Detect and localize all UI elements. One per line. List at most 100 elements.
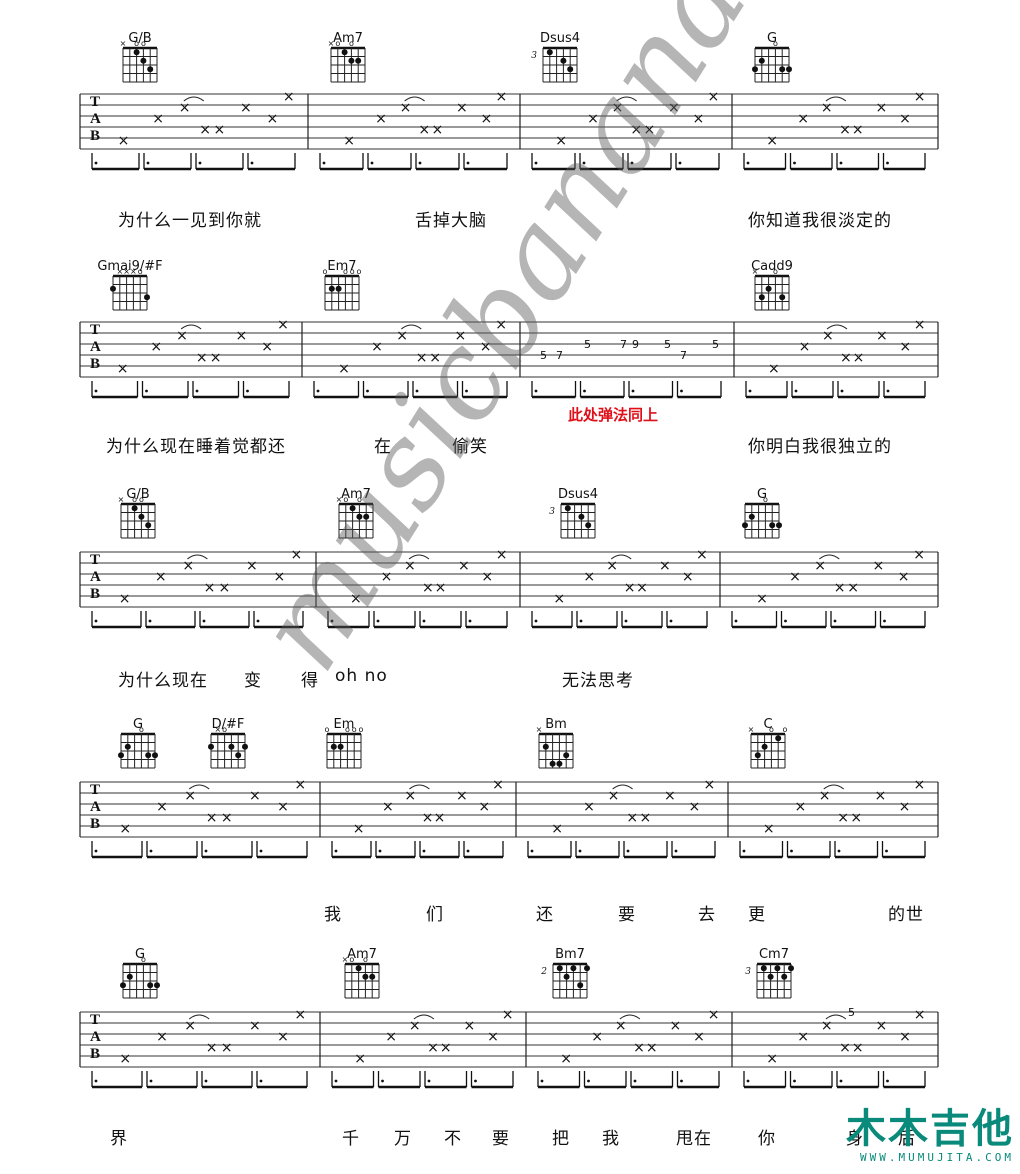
tab-x-mark: × (404, 558, 416, 574)
tab-x-mark: × (481, 569, 493, 585)
tab-x-mark: × (179, 100, 191, 116)
dot-mark (582, 161, 586, 165)
finger-dot (564, 505, 571, 512)
tie-arc (400, 324, 422, 330)
finger-dot (362, 973, 369, 980)
tab-x-mark: × (119, 1051, 131, 1067)
dot-mark (631, 389, 635, 393)
tab-x-mark: × (644, 122, 656, 138)
tab-x-mark: × (670, 1018, 682, 1034)
tab-x-mark: × (156, 1029, 168, 1045)
dot-mark (746, 1079, 750, 1083)
dot-mark (259, 849, 263, 853)
lyric-line-2c: 偷笑 (452, 437, 488, 457)
tab-x-mark: × (404, 788, 416, 804)
tab-letter: A (90, 1029, 101, 1045)
lyric-line-1c: 你知道我很淡定的 (748, 211, 892, 231)
tab-x-mark: × (876, 1018, 888, 1034)
chord-name: G/B (126, 487, 149, 502)
tab-x-mark: × (381, 569, 393, 585)
tab-x-mark: × (797, 111, 809, 127)
tab-x-mark: × (283, 89, 295, 105)
tab-letter: T (90, 322, 100, 338)
finger-dot (761, 743, 768, 750)
tab-x-mark: × (277, 1029, 289, 1045)
finger-dot (584, 965, 590, 972)
tab-x-mark: × (876, 100, 888, 116)
dot-mark (376, 619, 380, 623)
lyric-line-5i: 你 (758, 1129, 776, 1149)
finger-dot (152, 752, 158, 759)
dot-mark (583, 389, 586, 393)
string-mark: o (132, 495, 137, 504)
string-mark: × (336, 495, 343, 504)
dot-mark (474, 1079, 477, 1083)
lyric-line-2a: 为什么现在睡着觉都还 (106, 437, 286, 457)
finger-dot (742, 522, 748, 529)
tie-arc (818, 554, 840, 560)
tab-x-mark: × (277, 799, 289, 815)
tie-arc (409, 784, 430, 790)
tab-x-mark: × (249, 1018, 261, 1034)
dot-mark (468, 619, 472, 623)
tie-arc (413, 1014, 435, 1020)
tab-x-mark: × (416, 350, 428, 366)
string-mark: o (345, 725, 350, 734)
string-mark: o (141, 955, 146, 964)
tab-x-mark: × (768, 361, 780, 377)
finger-dot (369, 973, 376, 980)
tab-x-mark: × (914, 89, 926, 105)
tab-x-mark: × (799, 339, 811, 355)
lyric-line-5k: 后 (898, 1129, 916, 1149)
tab-x-mark: × (343, 133, 355, 149)
tab-x-mark: × (418, 122, 430, 138)
chord-name: G (135, 947, 145, 962)
tab-x-mark: × (495, 89, 507, 105)
finger-dot (779, 294, 786, 301)
tab-fret-number: 9 (632, 338, 639, 351)
tab-x-mark: × (899, 339, 911, 355)
tab-x-mark: × (119, 591, 131, 607)
string-mark: o (134, 39, 139, 48)
lyric-line-3c: 得 (301, 671, 319, 691)
tab-x-mark: × (480, 339, 492, 355)
dot-mark (202, 619, 206, 623)
tab-letter: A (90, 111, 101, 127)
dot-mark (839, 1079, 843, 1083)
tab-x-mark: × (839, 1040, 851, 1056)
finger-dot (120, 982, 126, 989)
lyric-line-5c: 万 (394, 1129, 412, 1149)
finger-dot (556, 965, 563, 972)
tab-x-mark: × (492, 777, 504, 793)
finger-dot (228, 743, 235, 750)
tab-x-mark: × (354, 1051, 366, 1067)
chord-name: C (763, 717, 772, 732)
finger-dot (567, 66, 574, 73)
string-mark: o (139, 725, 144, 734)
tab-x-mark: × (196, 350, 208, 366)
tab-letter: B (90, 816, 100, 832)
tab-x-mark: × (899, 111, 911, 127)
finger-dot (781, 973, 788, 980)
string-mark: o (352, 725, 357, 734)
logo-url: WWW.MUMUJITA.COM (860, 1151, 1014, 1164)
dot-mark (680, 1079, 683, 1083)
tab-x-mark: × (659, 558, 671, 574)
site-logo: 木木吉他 WWW.MUMUJITA.COM (846, 1107, 1014, 1164)
finger-dot (748, 513, 755, 520)
tab-x-mark: × (756, 591, 768, 607)
tab-x-mark: × (852, 1040, 864, 1056)
string-mark: × (328, 39, 335, 48)
dot-mark (839, 161, 843, 165)
tab-x-mark: × (560, 1051, 572, 1067)
tab-x-mark: × (789, 569, 801, 585)
string-mark: o (349, 39, 354, 48)
dot-mark (886, 1079, 889, 1083)
tab-x-mark: × (213, 122, 225, 138)
chord-name: Cm7 (759, 947, 789, 962)
tab-fret-number: 7 (680, 349, 687, 362)
string-mark: × (752, 267, 759, 276)
tab-x-mark: × (668, 100, 680, 116)
dot-mark (94, 161, 98, 165)
tab-x-mark: × (821, 1018, 833, 1034)
